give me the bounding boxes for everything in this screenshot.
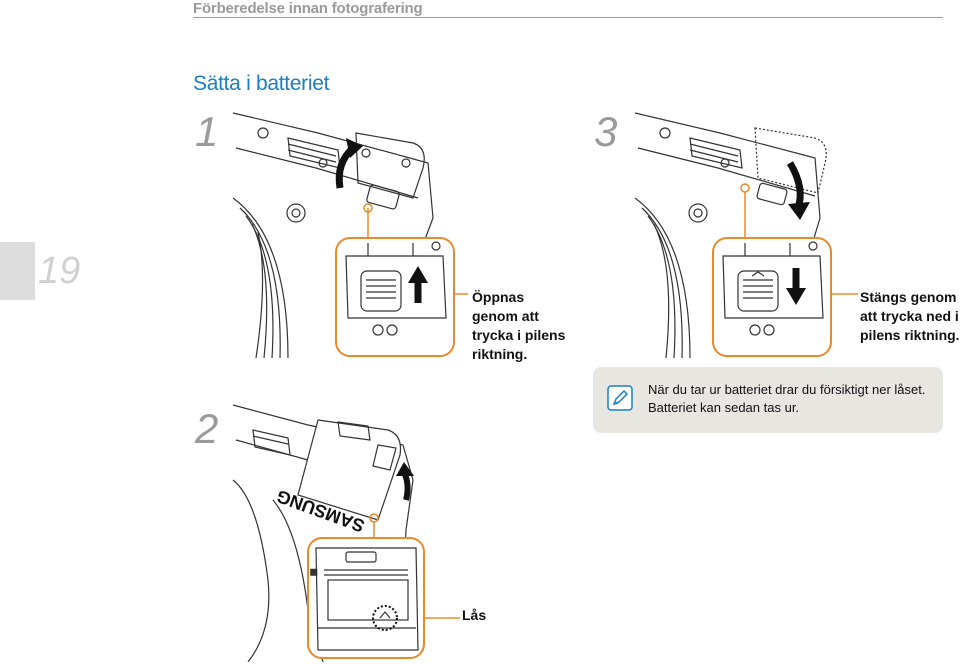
step-3-illustration: [634, 112, 858, 359]
step-1-number: 1: [195, 108, 219, 155]
note-line: Batteriet kan sedan tas ur.: [648, 400, 800, 415]
page-tab: [0, 242, 35, 300]
step-3-caption-line: att trycka ned i: [860, 308, 959, 324]
header-divider: [193, 17, 943, 18]
step-3-caption-line: pilens riktning.: [860, 327, 960, 343]
step-1-caption-line: riktning.: [472, 346, 528, 362]
page-number: 19: [38, 250, 81, 292]
step-2-illustration: SAMSUNG ⊠: [232, 404, 460, 662]
step-1-caption: Öppnas genom att trycka i pilens riktnin…: [472, 288, 565, 364]
note-text: När du tar ur batteriet drar du försikti…: [648, 381, 938, 417]
section-title: Sätta i batteriet: [193, 72, 330, 95]
step-3-caption-line: Stängs genom: [860, 289, 957, 305]
lock-label: Lås: [462, 607, 487, 623]
step-2-number: 2: [195, 405, 219, 452]
step-3-caption: Stängs genom att trycka ned i pilens rik…: [860, 288, 960, 345]
note-line: När du tar ur batteriet drar du försikti…: [648, 382, 926, 397]
header-title: Förberedelse innan fotografering: [193, 0, 423, 17]
step-1-caption-line: genom att: [472, 308, 539, 324]
step-1-caption-line: trycka i pilens: [472, 327, 566, 343]
step-1-illustration: [232, 112, 468, 359]
svg-text:⊠: ⊠: [310, 568, 318, 578]
step-1-caption-line: Öppnas: [472, 289, 525, 305]
step-3-number: 3: [594, 108, 618, 155]
pencil-note-icon: [607, 385, 633, 411]
note-box: När du tar ur batteriet drar du försikti…: [593, 367, 943, 433]
